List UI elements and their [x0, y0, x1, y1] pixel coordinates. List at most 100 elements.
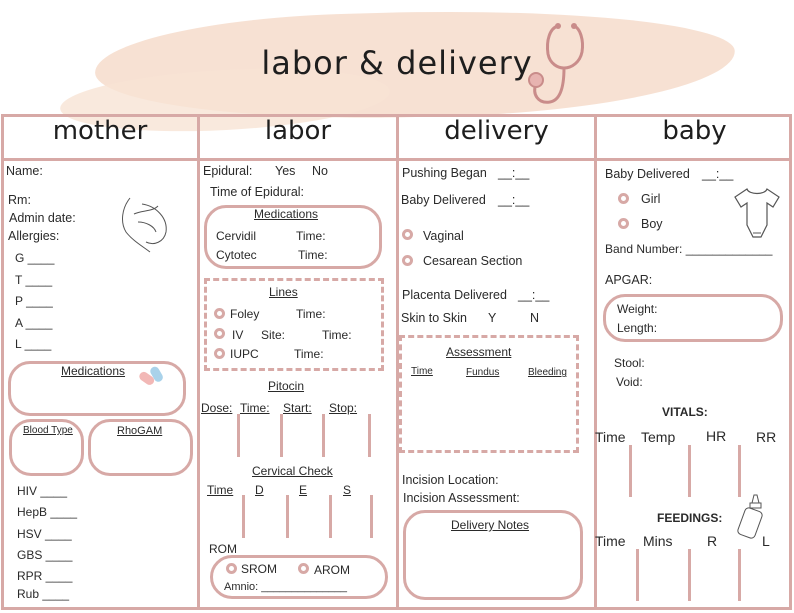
column-divider: [594, 114, 597, 610]
rhogam-label: RhoGAM: [117, 425, 163, 437]
hepb-field[interactable]: HepB ____: [17, 505, 78, 519]
weight-field[interactable]: Weight:: [617, 302, 658, 316]
lines-box: [204, 278, 384, 371]
srom-label: SROM: [241, 562, 277, 576]
mother-medications-box[interactable]: [8, 361, 186, 416]
column-header-labor: labor: [264, 116, 332, 146]
column-header-mother: mother: [52, 116, 148, 146]
time-of-epidural-field[interactable]: Time of Epidural:: [210, 185, 305, 199]
band-number-field[interactable]: Band Number: _____________: [605, 242, 773, 256]
rom-label: ROM: [209, 542, 237, 556]
column-divider: [197, 114, 200, 610]
pushing-began-label: Pushing Began: [402, 166, 487, 180]
epidural-no-option[interactable]: No: [312, 164, 328, 178]
living-field[interactable]: L ____: [15, 337, 52, 351]
epidural-label: Epidural:: [203, 164, 253, 178]
vitals-temp-header: Temp: [641, 429, 676, 445]
skin-to-skin-yes-option[interactable]: Y: [488, 311, 497, 325]
placenta-delivered-time-field[interactable]: __:__: [518, 288, 550, 302]
gravida-field[interactable]: G ____: [15, 251, 55, 265]
iupc-radio[interactable]: [214, 348, 225, 359]
vitals-column-divider: [629, 445, 632, 497]
incision-location-field[interactable]: Incision Location:: [402, 473, 499, 487]
hsv-field[interactable]: HSV ____: [17, 527, 72, 541]
delivery-notes-label: Delivery Notes: [451, 518, 530, 532]
vaginal-radio[interactable]: [402, 229, 413, 240]
cervical-time-header: Time: [207, 483, 234, 497]
cervical-column-divider: [370, 495, 373, 538]
epidural-yes-option[interactable]: Yes: [275, 164, 296, 178]
iupc-time-field[interactable]: Time:: [294, 347, 324, 361]
foley-label: Foley: [230, 307, 260, 321]
feedings-label: FEEDINGS:: [657, 511, 723, 525]
pitocin-stop-header: Stop:: [329, 401, 358, 415]
rhogam-box[interactable]: [88, 419, 193, 476]
preterm-field[interactable]: P ____: [15, 294, 53, 308]
blood-type-box[interactable]: [9, 419, 84, 476]
iv-site-field[interactable]: Site:: [261, 328, 286, 342]
skin-to-skin-no-option[interactable]: N: [530, 311, 540, 325]
cervical-column-divider: [242, 495, 245, 538]
hiv-field[interactable]: HIV ____: [17, 484, 68, 498]
boy-label: Boy: [641, 217, 663, 231]
iupc-label: IUPC: [230, 347, 259, 361]
cesarean-label: Cesarean Section: [423, 254, 523, 268]
void-field[interactable]: Void:: [616, 375, 643, 389]
weight-length-box: [603, 294, 783, 342]
delivery-baby-delivered-time-field[interactable]: __:__: [498, 193, 530, 207]
lines-label: Lines: [269, 285, 298, 299]
admin-date-field[interactable]: Admin date:: [9, 211, 76, 225]
assessment-box: [399, 335, 579, 453]
stool-field[interactable]: Stool:: [614, 356, 645, 370]
foley-radio[interactable]: [214, 308, 225, 319]
blood-type-label: Blood Type: [23, 425, 73, 436]
cervical-column-divider: [329, 495, 332, 538]
cesarean-radio[interactable]: [402, 255, 413, 266]
baby-bottle-icon: [737, 494, 763, 539]
rubella-field[interactable]: Rub ____: [17, 587, 70, 601]
assessment-fundus-header: Fundus: [466, 367, 500, 378]
column-header-baby: baby: [662, 116, 727, 146]
abortion-field[interactable]: A ____: [15, 316, 53, 330]
iv-time-field[interactable]: Time:: [322, 328, 352, 342]
girl-radio[interactable]: [618, 193, 629, 204]
cervical-check-label: Cervical Check: [252, 464, 333, 478]
baby-delivered-time-field[interactable]: __:__: [702, 167, 734, 181]
labor-medications-box[interactable]: [204, 205, 382, 269]
term-field[interactable]: T ____: [15, 273, 53, 287]
cervical-dilation-header: D: [255, 483, 264, 497]
page-title: labor & delivery: [261, 44, 533, 82]
pitocin-dose-header: Dose:: [201, 401, 233, 415]
feedings-left-header: L: [762, 533, 770, 549]
delivery-baby-delivered-label: Baby Delivered: [401, 193, 486, 207]
placenta-delivered-label: Placenta Delivered: [402, 288, 507, 302]
room-field[interactable]: Rm:: [8, 193, 31, 207]
delivery-notes-box[interactable]: [403, 510, 583, 600]
allergies-field[interactable]: Allergies:: [8, 229, 60, 243]
pitocin-column-divider: [322, 414, 325, 457]
incision-assessment-field[interactable]: Incision Assessment:: [403, 491, 520, 505]
srom-radio[interactable]: [226, 563, 237, 574]
boy-radio[interactable]: [618, 218, 629, 229]
name-field[interactable]: Name:: [6, 164, 43, 178]
vitals-column-divider: [738, 445, 741, 497]
mother-medications-label: Medications: [61, 364, 126, 378]
length-field[interactable]: Length:: [617, 321, 658, 335]
cervical-column-divider: [286, 495, 289, 538]
header-divider: [1, 158, 792, 161]
amnio-field[interactable]: Amnio: ______________: [224, 581, 347, 593]
vitals-label: VITALS:: [662, 405, 708, 419]
cervidil-time-field[interactable]: Time:: [296, 229, 326, 243]
vitals-rr-header: RR: [756, 429, 777, 445]
pushing-began-time-field[interactable]: __:__: [498, 166, 530, 180]
cytotec-time-field[interactable]: Time:: [298, 248, 328, 262]
gbs-field[interactable]: GBS ____: [17, 548, 73, 562]
rpr-field[interactable]: RPR ____: [17, 569, 73, 583]
labor-medications-label: Medications: [254, 207, 319, 221]
pitocin-time-header: Time:: [240, 401, 270, 415]
foley-time-field[interactable]: Time:: [296, 307, 326, 321]
apgar-field[interactable]: APGAR:: [605, 273, 653, 287]
arom-radio[interactable]: [298, 563, 309, 574]
cervical-effacement-header: E: [299, 483, 308, 497]
iv-radio[interactable]: [214, 328, 225, 339]
